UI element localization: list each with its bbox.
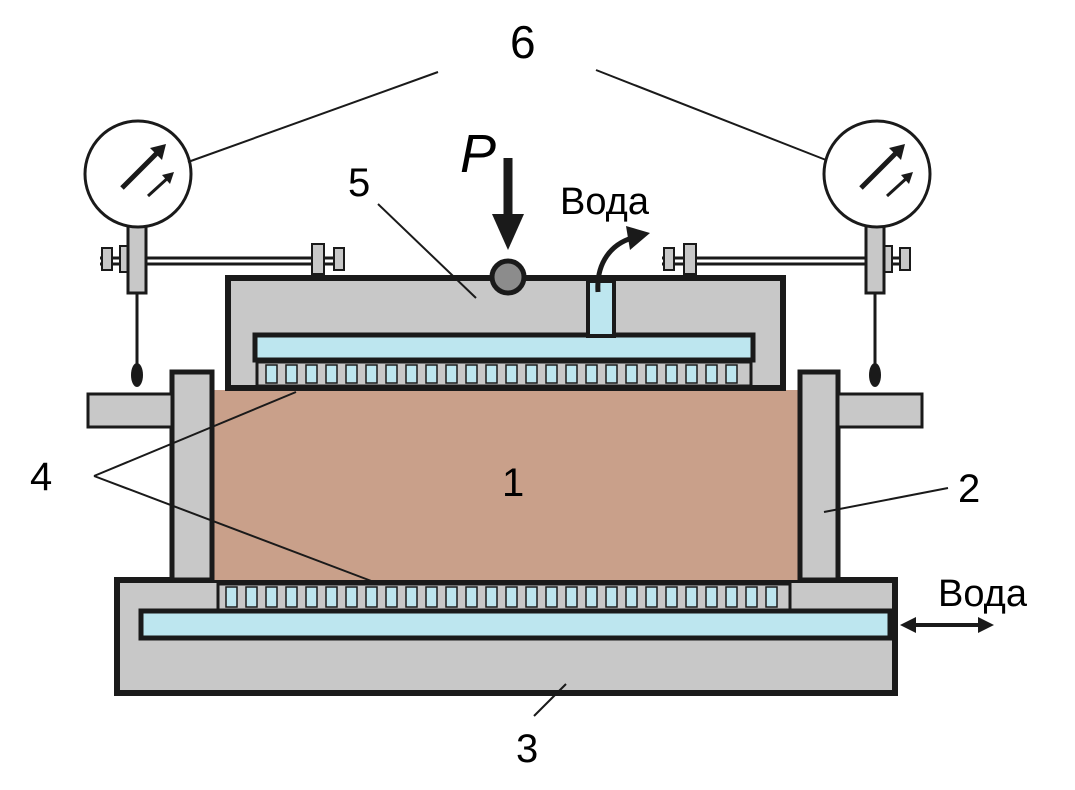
porous-slot (665, 364, 678, 384)
support-bar-right (836, 392, 924, 429)
leader-4-top (93, 391, 297, 477)
porous-slot (605, 586, 618, 608)
porous-slot (725, 364, 738, 384)
porous-slot (385, 364, 398, 384)
porous-slot (585, 586, 598, 608)
porous-slot (345, 586, 358, 608)
porous-slot (625, 364, 638, 384)
porous-slot (225, 586, 238, 608)
porous-slot (745, 586, 758, 608)
porous-slot (765, 586, 778, 608)
porous-slot (485, 586, 498, 608)
porous-slot (285, 364, 298, 384)
piston-drain-channel (586, 279, 616, 338)
porous-slot (565, 586, 578, 608)
porous-slot (645, 364, 658, 384)
porous-slot (665, 586, 678, 608)
double-arrow-icon (900, 617, 994, 633)
porous-slot (525, 586, 538, 608)
arrow-down-icon (492, 158, 524, 250)
leader-3 (533, 683, 567, 717)
ring-wall-left (169, 369, 215, 583)
soil-sample (214, 390, 798, 580)
label-water-top: Вода (560, 181, 650, 223)
porous-slot (545, 586, 558, 608)
porous-slot (445, 586, 458, 608)
porous-slot (525, 364, 538, 384)
porous-slot (325, 364, 338, 384)
porous-slot (305, 586, 318, 608)
porous-slot (385, 586, 398, 608)
porous-slot (705, 364, 718, 384)
label-soil: 1 (502, 461, 524, 505)
top-porous-slots (265, 364, 738, 384)
porous-slot (465, 586, 478, 608)
water-outflow-arrow (595, 235, 633, 293)
porous-slot (265, 586, 278, 608)
top-water-channel (252, 332, 756, 363)
porous-slot (405, 364, 418, 384)
label-load: P (460, 124, 496, 184)
porous-slot (245, 586, 258, 608)
porous-slot (545, 364, 558, 384)
porous-slot (485, 364, 498, 384)
label-ring: 2 (958, 467, 980, 511)
porous-slot (465, 364, 478, 384)
porous-slot (285, 586, 298, 608)
load-ball (489, 258, 527, 296)
porous-slot (445, 364, 458, 384)
label-piston: 5 (348, 161, 370, 205)
water-outflow-arrowhead (626, 226, 650, 250)
porous-slot (365, 364, 378, 384)
dial-gauge-icon (83, 119, 345, 387)
leader-6-left (187, 71, 439, 163)
label-gauges: 6 (510, 16, 536, 68)
porous-slot (405, 586, 418, 608)
ring-wall-right (797, 369, 841, 583)
porous-slot (305, 364, 318, 384)
porous-slot (645, 586, 658, 608)
bottom-porous-stone (216, 582, 792, 612)
porous-slot (325, 586, 338, 608)
leader-6-right (595, 69, 827, 161)
label-base: 3 (516, 727, 538, 771)
leader-5 (377, 203, 477, 299)
porous-slot (705, 586, 718, 608)
bottom-water-channel (138, 608, 893, 641)
support-bar-left (86, 392, 174, 429)
porous-slot (625, 586, 638, 608)
porous-slot (685, 364, 698, 384)
porous-slot (725, 586, 738, 608)
bottom-porous-slots (225, 586, 778, 608)
leader-2 (823, 487, 949, 513)
porous-slot (585, 364, 598, 384)
porous-slot (265, 364, 278, 384)
porous-slot (425, 364, 438, 384)
label-water-side: Вода (938, 573, 1028, 615)
porous-slot (345, 364, 358, 384)
porous-slot (685, 586, 698, 608)
porous-slot (425, 586, 438, 608)
porous-slot (505, 586, 518, 608)
porous-slot (605, 364, 618, 384)
porous-slot (565, 364, 578, 384)
leader-4-bottom (93, 475, 375, 583)
porous-slot (365, 586, 378, 608)
porous-slot (505, 364, 518, 384)
dial-gauge-icon (662, 119, 932, 387)
label-porous: 4 (30, 455, 52, 499)
